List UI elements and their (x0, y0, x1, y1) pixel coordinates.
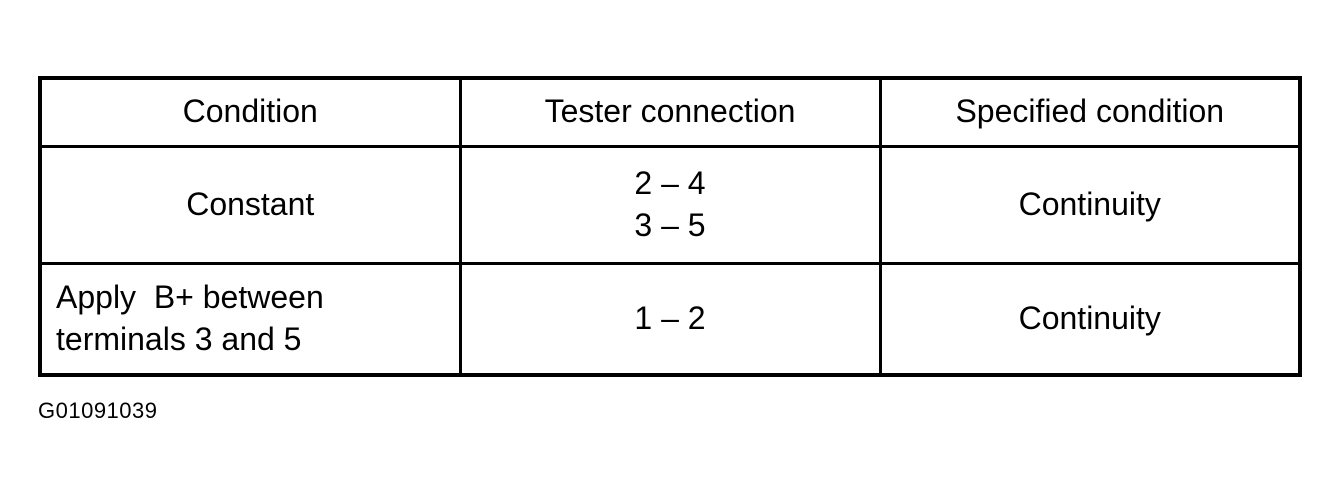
table-row: Constant 2 – 4 3 – 5 Continuity (38, 144, 1302, 265)
cell-text: 1 – 2 (634, 299, 706, 336)
table-header-row: Condition Tester connection Specified co… (38, 76, 1302, 148)
cell-specified-condition: Continuity (878, 261, 1302, 377)
cell-tester-connection: 1 – 2 (458, 261, 882, 377)
cell-text: 3 – 5 (634, 206, 706, 243)
cell-text: Apply B+ between (56, 279, 324, 316)
header-tester-connection: Tester connection (458, 76, 882, 148)
cell-text: Constant (186, 185, 315, 222)
cell-text: 2 – 4 (634, 164, 706, 201)
figure-id: G01091039 (38, 398, 158, 423)
cell-text: terminals 3 and 5 (56, 320, 302, 357)
table-row: Apply B+ between terminals 3 and 5 1 – 2… (38, 261, 1302, 377)
cell-condition: Apply B+ between terminals 3 and 5 (38, 261, 462, 377)
header-condition: Condition (38, 76, 462, 148)
cell-tester-connection: 2 – 4 3 – 5 (458, 144, 882, 265)
specification-table: Condition Tester connection Specified co… (38, 76, 1302, 377)
cell-condition: Constant (38, 144, 462, 265)
cell-specified-condition: Continuity (878, 144, 1302, 265)
header-specified-condition: Specified condition (878, 76, 1302, 148)
